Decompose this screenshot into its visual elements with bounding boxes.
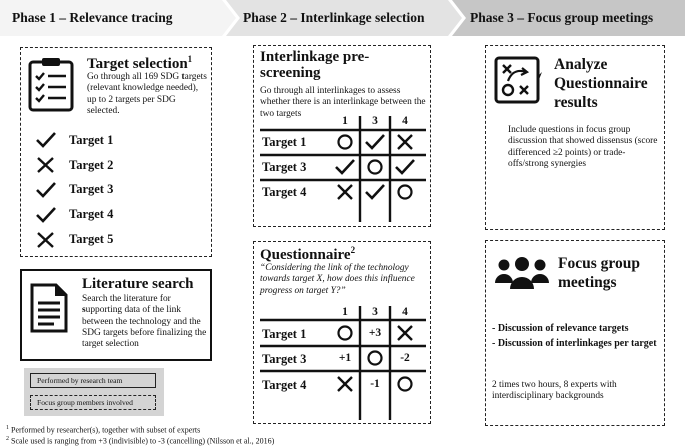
check-icon — [395, 159, 415, 175]
matrix-row-label: Target 4 — [262, 185, 307, 199]
circle-icon — [337, 134, 353, 150]
target-label: Target 2 — [69, 157, 114, 172]
circle-icon — [337, 325, 353, 341]
analyze-box: Analyze Questionnaire results Include qu… — [485, 45, 665, 230]
circle-icon — [397, 184, 413, 200]
cross-icon — [397, 325, 413, 341]
matrix-column-header: 3 — [372, 306, 378, 318]
matrix-column-header: 4 — [402, 306, 408, 318]
questionnaire-box: Questionnaire2 “Considering the link of … — [253, 241, 431, 424]
phase-banner — [0, 0, 685, 36]
target-row: Target 3 — [35, 178, 113, 203]
circle-icon — [397, 376, 413, 392]
focus-group-point: - Discussion of relevance targets — [492, 323, 629, 334]
legend-solid-entry: Performed by research team — [30, 373, 156, 388]
focus-group-point: - Discussion of interlinkages per target — [492, 338, 657, 349]
matrix-row-label: Target 4 — [262, 378, 307, 392]
target-row: Target 2 — [35, 153, 113, 178]
matrix-row-label: Target 1 — [262, 135, 307, 149]
literature-search-title: Literature search — [82, 276, 194, 292]
circle-icon — [367, 159, 383, 175]
target-label: Target 3 — [69, 182, 114, 197]
cross-icon — [37, 157, 54, 174]
matrix-column-header: 1 — [342, 115, 348, 127]
phase-2-label: Phase 2 – Interlinkage selection — [243, 10, 425, 25]
group-people-icon — [495, 257, 549, 289]
target-selection-description: Go through all 169 SDG targets (relevant… — [87, 72, 207, 116]
strategy-board-icon — [494, 56, 542, 104]
focus-group-note: 2 times two hours, 8 experts with interd… — [492, 380, 617, 402]
analyze-description: Include questions in focus group discuss… — [508, 125, 658, 169]
target-label: Target 4 — [69, 207, 114, 222]
legend-dashed-entry: Focus group members involved — [30, 395, 156, 410]
target-selection-box: Target selection1 Go through all 169 SDG… — [20, 47, 212, 257]
prescreening-description: Go through all interlinkages to assess w… — [260, 86, 426, 119]
cross-icon — [337, 376, 353, 392]
focus-group-title: Focus group meetings — [558, 255, 640, 291]
prescreening-title: Interlinkage pre- screening — [260, 49, 370, 81]
footnote-1: 1 Performed by researcher(s), together w… — [6, 425, 201, 435]
phase-2-arrow — [226, 0, 462, 36]
literature-search-box: Literature search Search the literature … — [20, 269, 212, 361]
matrix-row-label: Target 3 — [262, 352, 307, 366]
phase-1-arrow — [0, 0, 236, 36]
check-icon — [36, 132, 56, 149]
prescreening-box: Interlinkage pre- screening Go through a… — [253, 45, 431, 227]
check-icon — [365, 134, 385, 150]
matrix-column-header: 3 — [372, 115, 378, 127]
score-value: -2 — [400, 352, 410, 364]
cross-icon — [397, 134, 413, 150]
phase-3-label: Phase 3 – Focus group meetings — [470, 10, 654, 25]
target-row: Target 5 — [35, 227, 113, 252]
cross-icon — [37, 231, 54, 248]
check-icon — [335, 159, 355, 175]
footnote-2: 2 Scale used is ranging from +3 (indivis… — [6, 436, 275, 446]
matrix-row-label: Target 1 — [262, 327, 307, 341]
legend: Performed by research team Focus group m… — [24, 368, 164, 416]
target-row: Target 1 — [35, 128, 113, 153]
matrix-column-header: 1 — [342, 306, 348, 318]
clipboard-checklist-icon — [28, 58, 74, 112]
cross-icon — [337, 184, 353, 200]
phase-3-arrow — [452, 0, 685, 36]
analyze-title: Analyze Questionnaire results — [554, 56, 648, 111]
questionnaire-matrix — [260, 306, 426, 420]
prescreening-matrix — [260, 116, 426, 222]
score-value: +3 — [368, 327, 382, 339]
document-icon — [30, 283, 68, 333]
target-selection-title: Target selection1 — [87, 54, 193, 72]
check-icon — [365, 184, 385, 200]
target-label: Target 1 — [69, 132, 114, 147]
check-icon — [36, 206, 56, 223]
target-row: Target 4 — [35, 202, 113, 227]
matrix-column-header: 4 — [402, 115, 408, 127]
score-value: -1 — [370, 378, 380, 390]
literature-search-description: Search the literature for supporting dat… — [82, 294, 207, 350]
check-icon — [36, 182, 56, 198]
target-label: Target 5 — [69, 232, 114, 247]
questionnaire-question: “Considering the link of the technology … — [260, 263, 415, 296]
phase-1-label: Phase 1 – Relevance tracing — [12, 10, 173, 25]
circle-icon — [367, 350, 383, 366]
target-checklist: Target 1 Target 2 Target 3 Target 4 Targ… — [35, 128, 113, 252]
focus-group-box: Focus group meetings - Discussion of rel… — [485, 240, 665, 426]
score-value: +1 — [338, 352, 352, 364]
questionnaire-title: Questionnaire2 — [260, 245, 356, 263]
matrix-row-label: Target 3 — [262, 160, 307, 174]
